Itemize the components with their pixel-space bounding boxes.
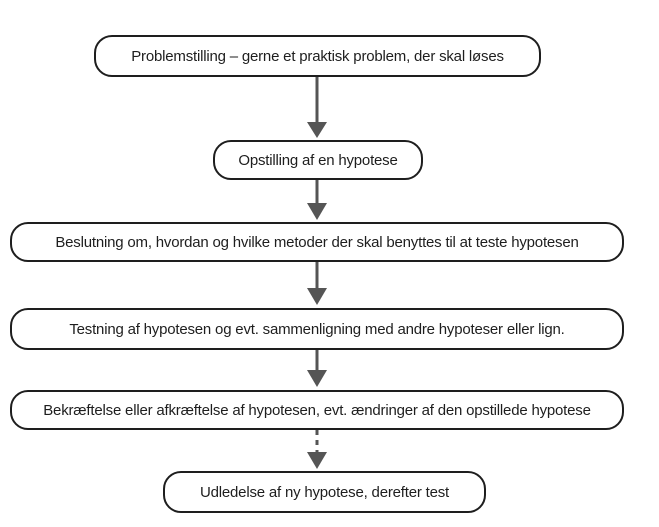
arrow-confirmation-to-new-hypothesis: [307, 430, 327, 469]
step-test-hypothesis: Testning af hypotesen og evt. sammenlign…: [10, 308, 624, 350]
step-label: Opstilling af en hypotese: [238, 151, 398, 169]
step-label: Problemstilling – gerne et praktisk prob…: [131, 47, 504, 65]
step-problem-statement: Problemstilling – gerne et praktisk prob…: [94, 35, 541, 77]
step-confirm-or-refute: Bekræftelse eller afkræftelse af hypotes…: [10, 390, 624, 430]
step-derive-new-hypothesis: Udledelse af ny hypotese, derefter test: [163, 471, 486, 513]
arrow-testing-to-confirmation: [307, 350, 327, 387]
step-choose-methods: Beslutning om, hvordan og hvilke metoder…: [10, 222, 624, 262]
arrow-method-to-testing: [307, 262, 327, 305]
step-label: Bekræftelse eller afkræftelse af hypotes…: [43, 401, 591, 419]
step-label: Testning af hypotesen og evt. sammenlign…: [69, 320, 565, 338]
step-form-hypothesis: Opstilling af en hypotese: [213, 140, 423, 180]
arrow-problem-to-hypothesis: [307, 77, 327, 138]
arrow-hypothesis-to-method: [307, 180, 327, 220]
step-label: Beslutning om, hvordan og hvilke metoder…: [55, 233, 579, 251]
step-label: Udledelse af ny hypotese, derefter test: [199, 483, 450, 501]
